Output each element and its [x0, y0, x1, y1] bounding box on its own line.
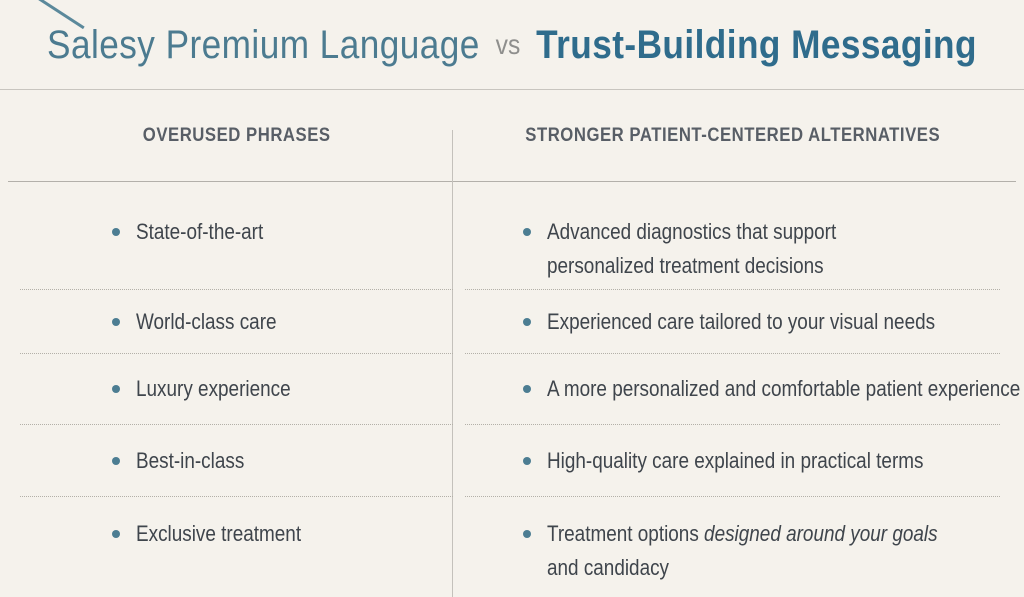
comparison-table: OVERUSED PHRASES State-of-the-art World-…: [0, 90, 1024, 597]
column-divider-line: [452, 130, 453, 597]
bullet-icon: [523, 530, 531, 538]
title-trust-building-messaging: Trust-Building Messaging: [536, 22, 977, 67]
list-item: Treatment options designed around your g…: [523, 517, 1001, 585]
table-row: Exclusive treatment: [20, 497, 453, 597]
alternative-line: Advanced diagnostics that support: [547, 219, 837, 244]
table-row: Best-in-class: [20, 425, 453, 497]
column-header-right-label: STRONGER PATIENT-CENTERED ALTERNATIVES: [525, 125, 940, 146]
alternative-line: High-quality care explained in practical…: [547, 447, 924, 473]
alternative-text: Advanced diagnostics that support person…: [547, 215, 836, 283]
list-item: Exclusive treatment: [112, 517, 328, 551]
alternative-line: personalized treatment decisions: [547, 253, 824, 278]
alternative-text-regular: Treatment options: [547, 521, 705, 546]
title-vs-label: vs: [495, 29, 521, 60]
bullet-icon: [523, 228, 531, 236]
list-item: Luxury experience: [112, 372, 316, 406]
bullet-icon: [112, 317, 120, 326]
bullet-icon: [523, 385, 531, 393]
table-row: State-of-the-art: [20, 182, 453, 290]
list-item: A more personalized and comfortable pati…: [523, 372, 1024, 406]
table-row: Luxury experience: [20, 354, 453, 425]
list-item: High-quality care explained in practical…: [523, 444, 985, 478]
column-header-left: OVERUSED PHRASES: [20, 90, 453, 182]
bullet-icon: [112, 456, 120, 465]
phrase-text: World-class care: [136, 308, 277, 334]
phrase-text: Luxury experience: [136, 376, 291, 401]
list-item: World-class care: [112, 305, 299, 339]
column-patient-centered-alternatives: STRONGER PATIENT-CENTERED ALTERNATIVES A…: [453, 90, 1024, 597]
table-row: Advanced diagnostics that support person…: [465, 182, 1000, 290]
table-row: Treatment options designed around your g…: [465, 497, 1000, 597]
alternative-text: Treatment options designed around your g…: [547, 517, 938, 585]
alternative-text: High-quality care explained in practical…: [547, 444, 923, 478]
bullet-icon: [112, 385, 120, 393]
alternative-text: Experienced care tailored to your visual…: [547, 305, 935, 339]
alternative-line: and candidacy: [547, 555, 670, 580]
table-row: World-class care: [20, 290, 453, 354]
bullet-icon: [523, 456, 531, 465]
table-row: Experienced care tailored to your visual…: [465, 290, 1000, 354]
column-header-right: STRONGER PATIENT-CENTERED ALTERNATIVES: [465, 90, 1000, 182]
header-underline: [8, 181, 1016, 182]
list-item: Experienced care tailored to your visual…: [523, 305, 998, 339]
phrase-text: Best-in-class: [136, 447, 245, 473]
list-item: Best-in-class: [112, 444, 262, 478]
alternative-line: A more personalized and comfortable pati…: [547, 376, 1021, 401]
list-item: Advanced diagnostics that support person…: [523, 215, 883, 283]
alternative-text: A more personalized and comfortable pati…: [547, 372, 1020, 406]
alternative-line: Experienced care tailored to your visual…: [547, 308, 936, 334]
column-header-left-label: OVERUSED PHRASES: [142, 125, 331, 146]
table-row: A more personalized and comfortable pati…: [465, 354, 1020, 425]
page-title: Salesy Premium Language vs Trust-Buildin…: [47, 0, 976, 90]
alternative-text-italic: designed around your goals: [704, 521, 938, 546]
bullet-icon: [112, 228, 120, 236]
phrase-text: State-of-the-art: [136, 219, 264, 244]
phrase-text: Exclusive treatment: [136, 521, 302, 546]
table-row: High-quality care explained in practical…: [465, 425, 1000, 497]
bullet-icon: [523, 317, 531, 326]
title-divider-line: [0, 89, 1024, 90]
title-salesy-premium-language: Salesy Premium Language: [47, 22, 480, 67]
bullet-icon: [112, 530, 120, 538]
list-item: State-of-the-art: [112, 215, 284, 249]
alternative-line: Treatment options designed around your g…: [547, 517, 938, 551]
column-overused-phrases: OVERUSED PHRASES State-of-the-art World-…: [0, 90, 453, 597]
